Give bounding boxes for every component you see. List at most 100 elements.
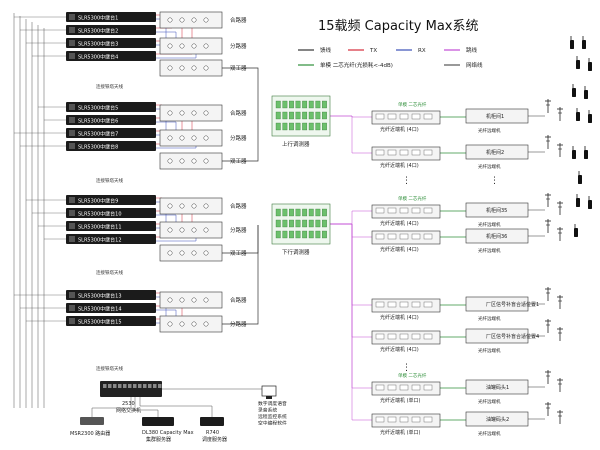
combiner-box: [159, 152, 223, 170]
repeater-unit: SLR5300中继台8: [66, 141, 156, 151]
legend-item: 网络线: [444, 61, 483, 69]
combiner-unit: 分路器: [159, 315, 247, 333]
near-end-label: 光纤近端机 (单口): [380, 397, 421, 404]
near-end-unit: 光纤近端机 (4口)单模 二芯光纤: [371, 195, 441, 227]
port: [167, 227, 173, 233]
repeater-unit: SLR5300中继台6: [66, 115, 156, 125]
near-end-port: [423, 301, 433, 308]
hub-port: [289, 111, 294, 120]
radio-body: [576, 112, 580, 121]
hub-port: [315, 230, 321, 239]
hub-port: [315, 208, 321, 217]
combiner-label: 分路器: [230, 42, 247, 50]
hub-port: [322, 230, 327, 239]
remote-name: 机柜间2: [486, 149, 504, 156]
near-end-port: [399, 333, 409, 340]
port: [191, 110, 197, 116]
legend-label: 网络线: [466, 61, 483, 69]
handheld-radio-icon: [576, 56, 580, 69]
cluster-server: [142, 417, 174, 426]
near-end-port: [375, 113, 385, 120]
handheld-radio-icon: [582, 36, 586, 49]
port: [179, 43, 185, 49]
port: [179, 17, 185, 23]
hub-port: [302, 230, 308, 239]
repeater-unit: SLR5300中继台9: [66, 195, 156, 205]
repeater-label: SLR5300中继台8: [78, 144, 118, 151]
near-end-label: 光纤近端机 (4口): [380, 346, 419, 353]
repeater-label: SLR5300中继台12: [78, 237, 122, 244]
antenna-icon: [557, 378, 563, 392]
remote-label: 光纤远端机: [478, 315, 501, 322]
hub-port: [295, 230, 301, 239]
repeater-knob: [69, 14, 75, 20]
upper-hub-box: [271, 95, 331, 137]
hub-port: [308, 122, 314, 131]
repeater-box: [66, 221, 156, 231]
combiner-column: 合路器分路器双工器连接铁塔天线合路器分路器双工器连接铁塔天线合路器分路器双工器连…: [96, 11, 247, 372]
hub-port: [308, 230, 314, 239]
repeater-label: SLR5300中继台2: [78, 28, 118, 35]
legend-item: 馈线: [298, 46, 332, 54]
combiner-label: 合路器: [230, 109, 247, 117]
fiber-note: 单模 二芯光纤: [398, 195, 427, 202]
combiner-unit: 分路器: [159, 129, 247, 147]
near-end-port: [387, 301, 397, 308]
antenna-column: [545, 36, 592, 424]
combiner-label: 双工器: [230, 65, 247, 72]
network-switch: [100, 381, 162, 397]
near-end-port: [375, 384, 385, 391]
dispatch-server: [200, 417, 224, 426]
feeder-wire: [222, 67, 259, 110]
tower-antenna-note: 连接铁塔天线: [96, 269, 123, 276]
near-end-port: [423, 207, 433, 214]
jumper-wire: [330, 223, 372, 238]
port: [167, 43, 173, 49]
port: [191, 297, 197, 303]
feeder-wire: [222, 110, 259, 162]
near-end-label: 光纤近端机 (4口): [380, 162, 419, 169]
port: [167, 321, 173, 327]
remote-label: 光纤远端机: [478, 127, 501, 134]
remote-name: 油罐码头2: [486, 416, 509, 423]
port: [191, 321, 197, 327]
dispatch-label-2: 调度服务器: [202, 436, 227, 443]
port: [191, 250, 197, 256]
near-end-unit: 光纤近端机 (4口)单模 二芯光纤: [371, 101, 441, 133]
hub-port: [275, 208, 281, 217]
repeater-box: [66, 128, 156, 138]
ellipsis: ⋮: [402, 176, 411, 186]
hub-port: [289, 230, 294, 239]
remote-name: 机柜间36: [486, 233, 507, 240]
near-end-label: 光纤近端机 (4口): [380, 314, 419, 321]
net-wire: [139, 397, 213, 417]
port: [167, 65, 173, 71]
near-end-port: [411, 113, 421, 120]
near-end-port: [423, 233, 433, 240]
near-end-port: [423, 149, 433, 156]
hub-port: [289, 100, 294, 109]
combiner-unit: 分路器: [159, 37, 247, 55]
antenna-icon: [545, 287, 551, 301]
diagram-title: 15载频 Capacity Max系统: [318, 19, 479, 34]
hub-port: [322, 100, 327, 109]
hub-port: [322, 122, 327, 131]
repeater-box: [66, 208, 156, 218]
port: [179, 203, 185, 209]
repeater-label: SLR5300中继台13: [78, 293, 122, 300]
repeater-label: SLR5300中继台1: [78, 15, 118, 22]
switch-port: [153, 384, 157, 388]
hub-port: [315, 122, 321, 131]
wiring: [13, 13, 545, 421]
repeater-label: SLR5300中继台6: [78, 118, 118, 125]
handheld-radio-icon: [572, 146, 576, 159]
port: [179, 110, 185, 116]
legend-item: TX: [348, 48, 377, 54]
near-end-port: [375, 416, 385, 423]
repeater-label: SLR5300中继台4: [78, 54, 118, 61]
port: [167, 250, 173, 256]
hub-port: [282, 100, 288, 109]
jumper-wire: [330, 223, 372, 421]
